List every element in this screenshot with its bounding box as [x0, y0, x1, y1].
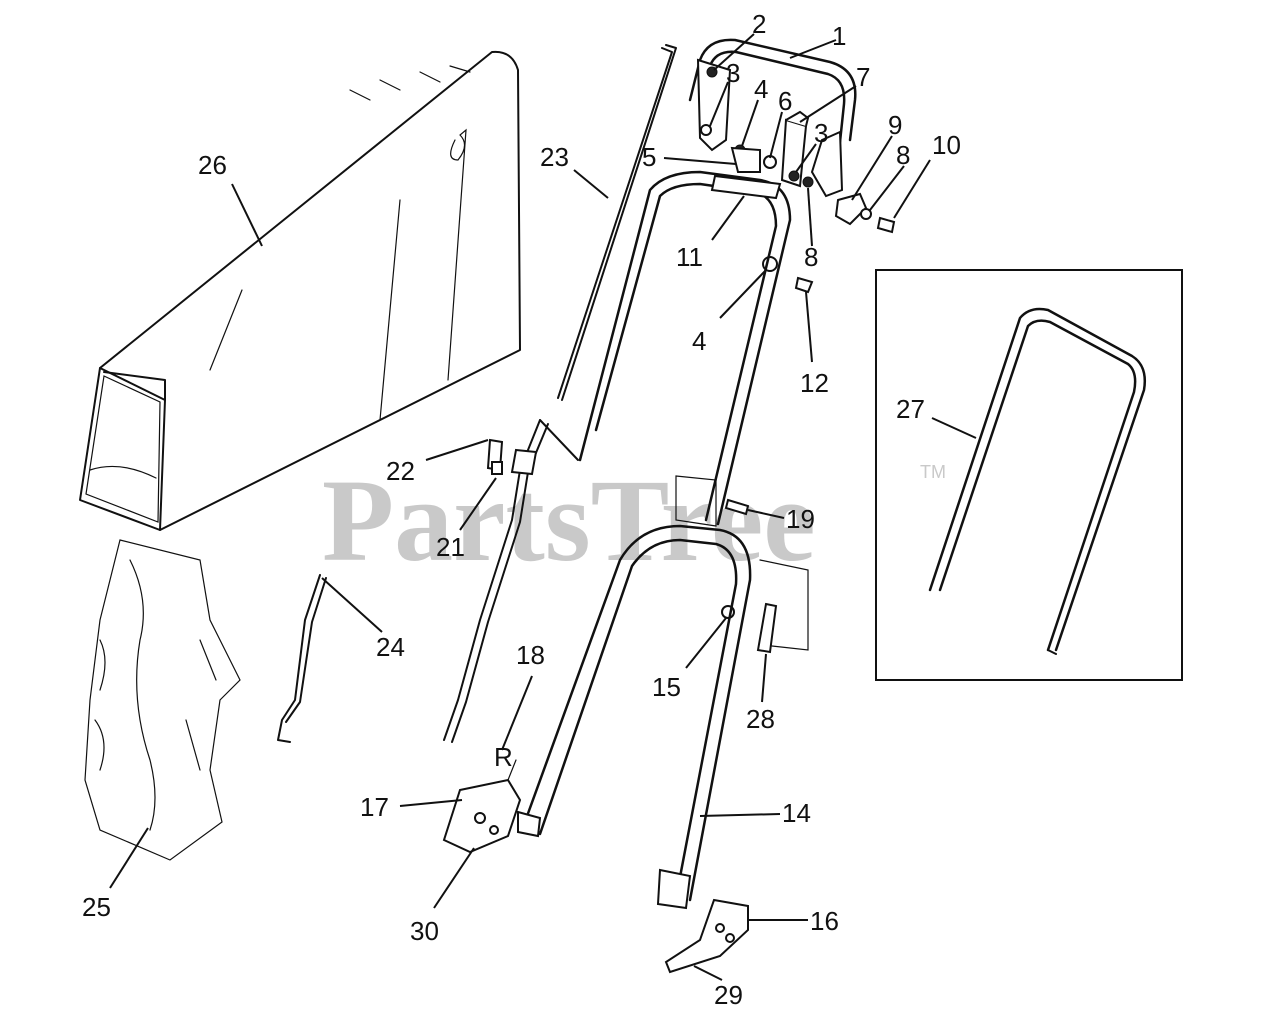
label-part-17: 17	[360, 792, 389, 822]
label-part-28: 28	[746, 704, 775, 734]
label-part-9: 9	[888, 110, 902, 140]
washer-3-left	[700, 124, 712, 136]
fitting-21	[491, 461, 503, 475]
lower-handle-bar-drawing	[517, 524, 752, 910]
control-rod-drawing	[539, 44, 677, 461]
upper-handle-drawing	[688, 38, 857, 198]
label-part-4-b: 4	[692, 326, 706, 356]
stamp-letter: R	[494, 742, 513, 772]
pivot-bracket-drawing	[780, 110, 810, 188]
bag-skirt-drawing	[84, 539, 241, 861]
label-part-7: 7	[856, 62, 870, 92]
label-part-16: 16	[810, 906, 839, 936]
plate-5	[730, 146, 761, 173]
right-bracket-drawing	[664, 898, 749, 974]
label-part-23: 23	[540, 142, 569, 172]
label-part-3-b: 3	[814, 118, 828, 148]
label-part-24: 24	[376, 632, 405, 662]
label-part-30: 30	[410, 916, 439, 946]
label-part-15: 15	[652, 672, 681, 702]
label-part-27: 27	[896, 394, 925, 424]
backing-panels	[675, 475, 809, 651]
bolt-12	[794, 276, 814, 294]
bag-frame-wire-drawing	[277, 574, 327, 743]
washer-8-left	[860, 208, 872, 220]
label-part-29: 29	[714, 980, 743, 1010]
upper-handle-bar-drawing	[578, 170, 792, 526]
label-part-14: 14	[782, 798, 811, 828]
inset-box	[875, 269, 1183, 681]
watermark: PartsTree TM	[322, 455, 946, 586]
bolt-19	[724, 498, 750, 516]
label-part-8-a: 8	[896, 140, 910, 170]
plate-28	[756, 602, 778, 654]
label-part-19: 19	[786, 504, 815, 534]
cable-assembly-drawing	[443, 419, 549, 743]
label-part-22: 22	[386, 456, 415, 486]
grass-bag-drawing	[79, 50, 521, 531]
label-part-4-a: 4	[754, 74, 768, 104]
label-part-12: 12	[800, 368, 829, 398]
label-part-5: 5	[642, 142, 656, 172]
label-part-18: 18	[516, 640, 545, 670]
nut-8-right	[802, 176, 814, 188]
left-bracket-drawing	[442, 759, 522, 854]
leader-lines	[109, 33, 977, 981]
label-part-8-b: 8	[804, 242, 818, 272]
label-part-11: 11	[676, 242, 703, 272]
label-part-3-a: 3	[726, 58, 740, 88]
label-part-21: 21	[436, 532, 465, 562]
label-part-2: 2	[752, 9, 766, 39]
part-labels: 1 2 3 4 6 7 3 5 23 9 10 8 8 11 4 12 26 2…	[82, 9, 961, 1010]
label-part-1: 1	[832, 21, 846, 51]
label-part-6: 6	[778, 86, 792, 116]
screw-10	[876, 216, 896, 234]
watermark-trademark: TM	[920, 462, 946, 482]
bracket-9	[834, 192, 868, 226]
label-part-10: 10	[932, 130, 961, 160]
washer-3-right	[788, 170, 800, 182]
label-part-26: 26	[198, 150, 227, 180]
label-part-25: 25	[82, 892, 111, 922]
